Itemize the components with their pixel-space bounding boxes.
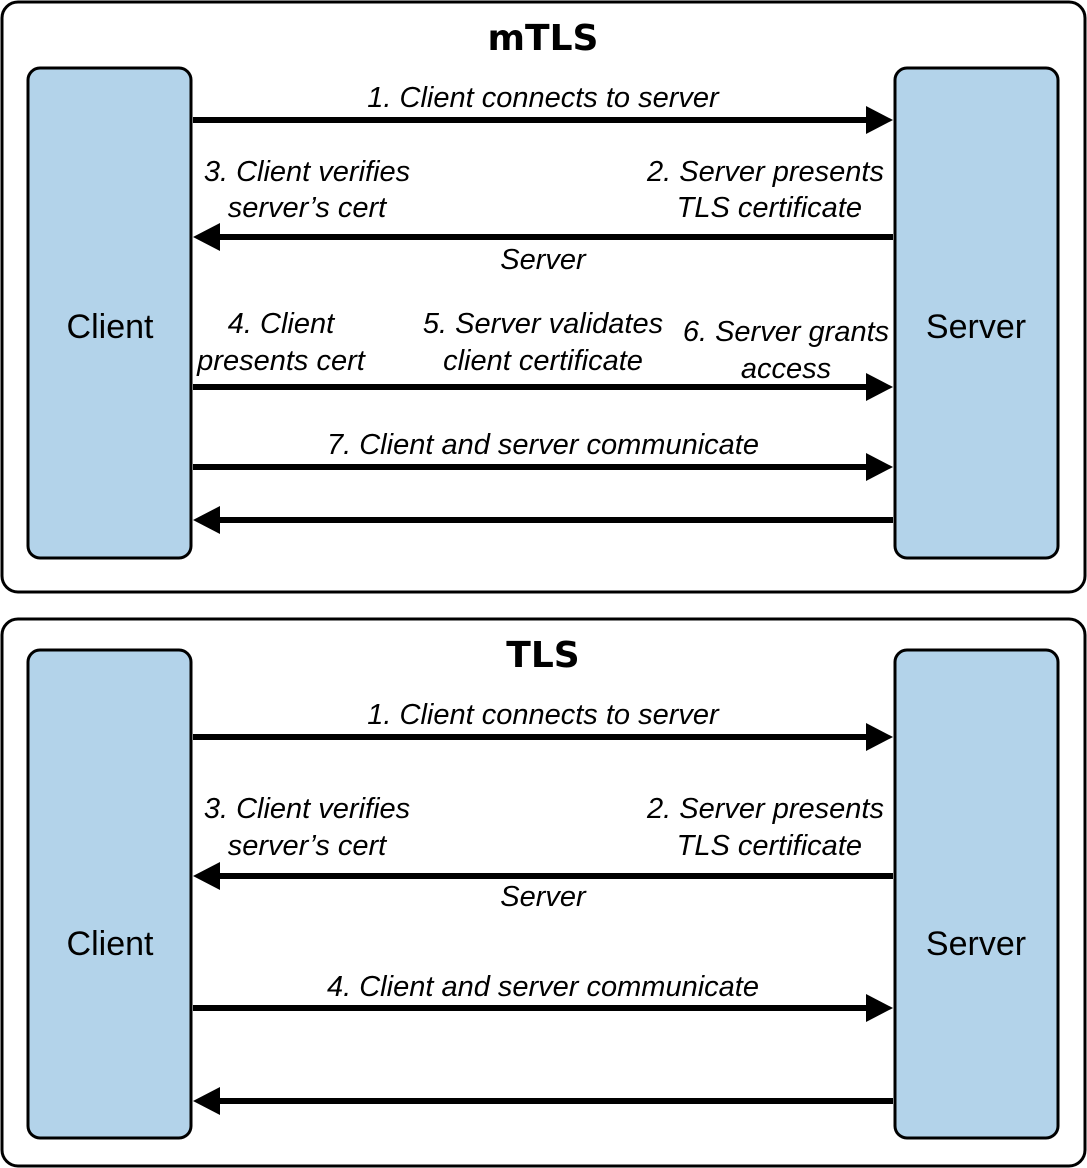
mtls-panel-frame [0,0,1087,594]
mtls-step-1-label: 1. Client connects to server [367,82,720,114]
mtls-panel: mTLS Client Server 1. Client connects to… [0,0,1087,594]
mtls-step-3-label-line-1: 3. Client verifies [204,156,410,188]
tls-step-3-label-line-1: 3. Client verifies [204,793,410,825]
mtls-arrow-5-head [193,506,220,534]
tls-step-2-label-line-1: 2. Server presents [646,793,884,825]
mtls-step-4-label-line-1: 4. Client [228,308,336,340]
mtls-step-3-label-line-2: server’s cert [228,192,388,224]
tls-server-label: Server [926,925,1026,963]
mtls-step-2-label-line-1: 2. Server presents [646,156,884,188]
tls-arrow-3 [193,994,893,1022]
tls-step-1-label: 1. Client connects to server [367,699,720,731]
mtls-arrow-5 [193,506,893,534]
tls-arrow-2-sublabel: Server [500,881,587,913]
tls-step-2-label-line-2: TLS certificate [677,830,862,862]
tls-arrow-2 [193,862,893,890]
tls-arrow-3-head [866,994,893,1022]
mtls-step-6-label-line-2: access [741,353,831,385]
mtls-step-2-label-line-2: TLS certificate [677,192,862,224]
mtls-arrow-3-head [866,373,893,401]
mtls-client-box [26,66,193,560]
mtls-step-5-label-line-1: 5. Server validates [423,308,663,340]
mtls-server-label: Server [926,308,1026,346]
tls-arrow-4 [193,1087,893,1115]
tls-step-3-label-line-2: server’s cert [228,830,388,862]
mtls-server-box [893,66,1060,560]
tls-panel-title: TLS [506,635,579,676]
mtls-arrow-1 [193,106,893,134]
mtls-arrow-4-head [866,453,893,481]
mtls-step-5-label-line-2: client certificate [443,345,643,377]
tls-client-label: Client [67,925,154,963]
mtls-arrow-2-sublabel: Server [500,244,587,276]
mtls-step-6-label-line-1: 6. Server grants [683,316,889,348]
tls-arrow-1 [193,723,893,751]
mtls-arrow-4 [193,453,893,481]
mtls-arrow-2-head [193,223,220,251]
mtls-panel-title: mTLS [488,18,599,59]
mtls-step-4-label-line-2: presents cert [196,345,367,377]
tls-server-box [893,648,1060,1140]
mtls-step-7-label: 7. Client and server communicate [327,429,759,461]
tls-client-box [26,648,193,1140]
mtls-arrow-1-head [866,106,893,134]
tls-panel-frame [0,617,1087,1168]
tls-arrow-2-head [193,862,220,890]
tls-arrow-4-head [193,1087,220,1115]
tls-panel: TLS Client Server 1. Client connects to … [0,617,1087,1168]
tls-step-4-label: 4. Client and server communicate [327,971,759,1003]
mtls-arrow-3 [193,373,893,401]
mtls-arrow-2 [193,223,893,251]
mtls-client-label: Client [67,308,154,346]
tls-arrow-1-head [866,723,893,751]
